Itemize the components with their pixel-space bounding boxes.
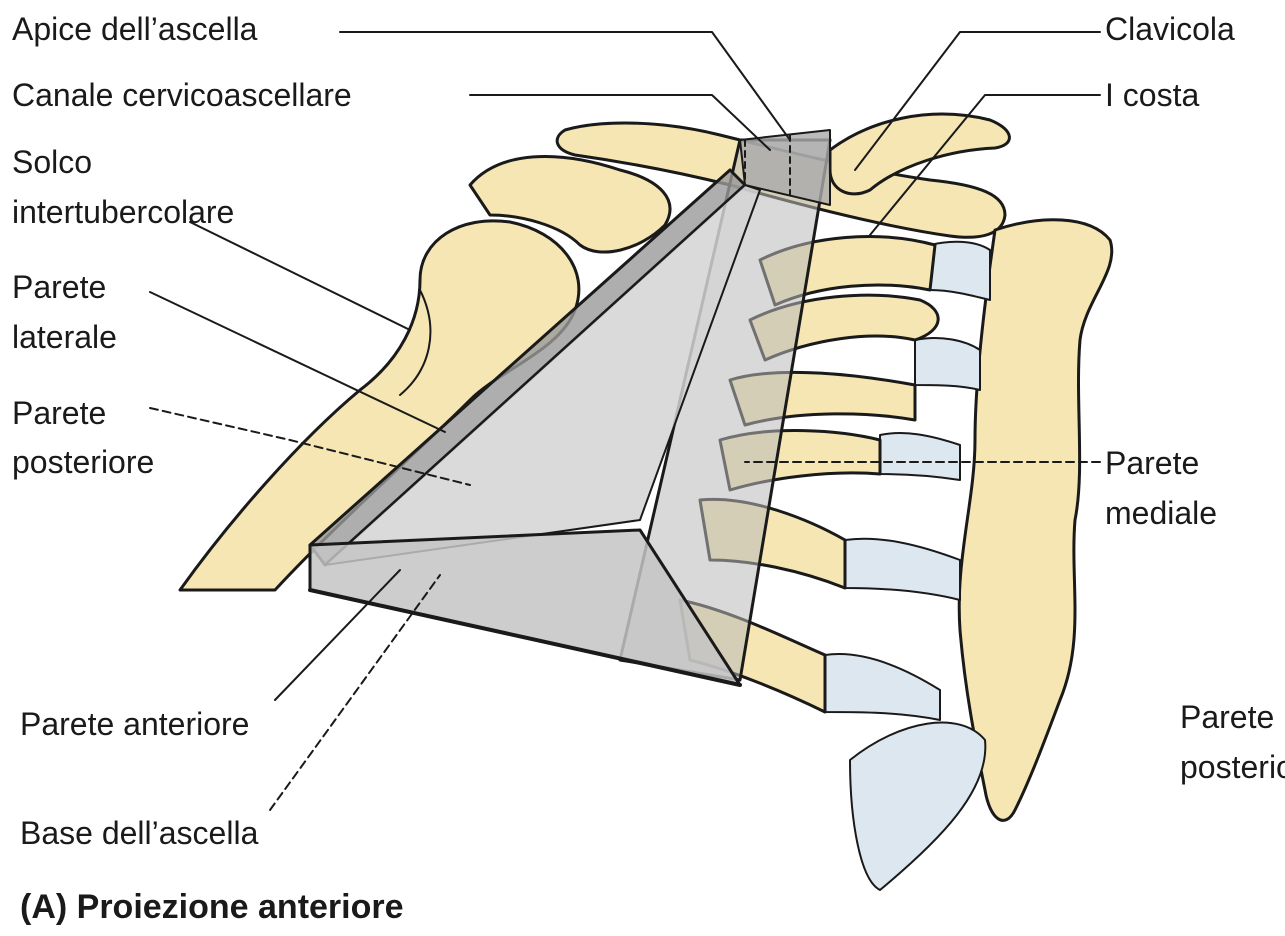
label-anteriore: Parete anteriore bbox=[20, 705, 249, 743]
xiphoid-cartilage bbox=[850, 723, 985, 890]
label-solco-1: Solco bbox=[12, 143, 92, 181]
cartilage-1 bbox=[930, 242, 990, 300]
cartilage-5 bbox=[825, 654, 940, 720]
cartilage-4 bbox=[845, 539, 960, 600]
caption: (A) Proiezione anteriore bbox=[20, 888, 404, 926]
label-costa: I costa bbox=[1105, 76, 1199, 114]
cartilage-3 bbox=[880, 433, 960, 480]
cartilage-2 bbox=[915, 338, 980, 390]
label-posteriore-1: Parete bbox=[12, 394, 106, 432]
label-mediale-2: mediale bbox=[1105, 494, 1217, 532]
label-posteriore-2: posteriore bbox=[12, 443, 154, 481]
label-posteriore-right-1: Parete bbox=[1180, 698, 1285, 736]
label-laterale-1: Parete bbox=[12, 268, 106, 306]
sternum bbox=[959, 220, 1112, 821]
label-canale: Canale cervicoascellare bbox=[12, 76, 352, 114]
label-mediale-1: Parete bbox=[1105, 444, 1199, 482]
label-posteriore-right-2: posteriore bbox=[1180, 748, 1285, 786]
label-laterale-2: laterale bbox=[12, 318, 117, 356]
label-base: Base dell’ascella bbox=[20, 814, 258, 852]
label-clavicola: Clavicola bbox=[1105, 10, 1235, 48]
label-solco-2: intertubercolare bbox=[12, 193, 234, 231]
label-apice: Apice dell’ascella bbox=[12, 10, 257, 48]
